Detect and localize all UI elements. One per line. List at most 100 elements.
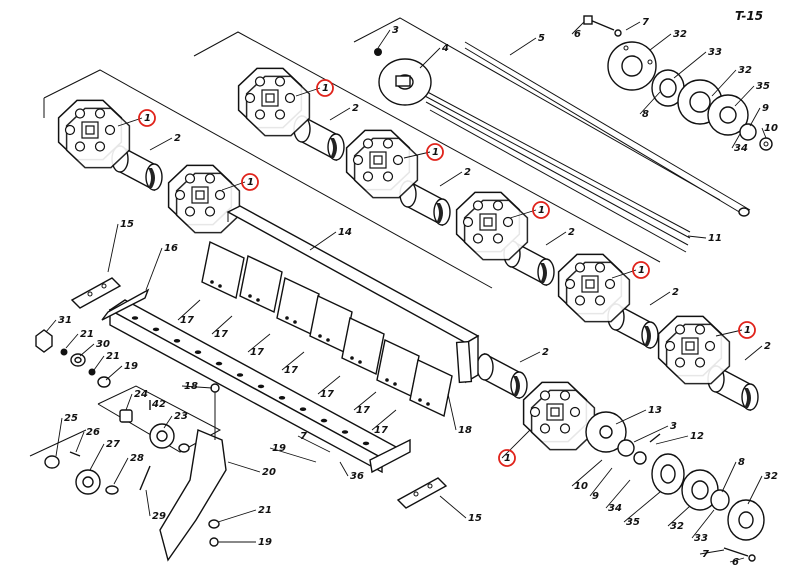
part-number-label: 17 [374, 425, 388, 436]
part-callout: 32 [711, 65, 752, 97]
part-number-label: 29 [152, 511, 166, 522]
part-number-label: 4 [441, 43, 449, 54]
part-number-label: 6 [574, 29, 581, 40]
frame-outlines [43, 17, 721, 289]
hub [557, 253, 631, 323]
frame-slot [278, 396, 286, 400]
highlight-ring [532, 201, 550, 219]
part-number-label: 24 [134, 389, 148, 400]
part-number-label: 8 [738, 457, 745, 468]
part-number-label: 1 [322, 83, 329, 94]
frame-bar [101, 288, 411, 474]
part-callout: 32 [649, 29, 687, 51]
part-number-label: 1 [432, 147, 439, 158]
part-callout: 31 [45, 315, 72, 333]
part-number-label: 2 [174, 133, 181, 144]
part-callout: 9 [749, 103, 769, 127]
part-number-label: 32 [670, 521, 684, 532]
part-callout: 18 [447, 393, 472, 436]
hub [345, 129, 419, 199]
part-number-label: 2 [672, 287, 679, 298]
part-callout: 17 [211, 315, 233, 340]
part-number-label: 17 [180, 315, 194, 326]
frame-slot [236, 373, 244, 377]
part-callout: 17 [281, 351, 305, 376]
blade [239, 254, 283, 314]
frame-slot [173, 339, 181, 343]
part-number-label: 17 [320, 389, 334, 400]
part-number-label: 15 [468, 513, 482, 524]
part-callout: 3 [377, 25, 399, 49]
part-callout: 15 [107, 219, 134, 273]
part-number-label: 42 [151, 399, 166, 410]
plate-right [396, 477, 448, 509]
highlight-ring [426, 143, 444, 161]
frame-slot [257, 384, 265, 389]
part-number-label: 8 [642, 109, 649, 120]
part-number-label: 6 [732, 557, 739, 568]
part-number-label: 9 [592, 491, 599, 502]
part-callout: 30 [79, 339, 110, 357]
part-callout: 18 [181, 381, 213, 392]
part-callout: 6 [571, 21, 585, 40]
part-number-label: 1 [638, 265, 645, 276]
part-callout: 3 [633, 421, 677, 443]
part-callout: 33 [691, 509, 715, 544]
part-callout: 19 [269, 443, 317, 463]
drive-assembly [29, 383, 227, 562]
part-number-label: 32 [673, 29, 687, 40]
frame-slot [320, 418, 328, 423]
rods [419, 87, 691, 253]
highlight-ring [138, 109, 156, 127]
part-number-label: 1 [504, 453, 511, 464]
sheet-code: T-15 [735, 9, 763, 23]
part-number-label: 1 [538, 205, 545, 216]
bearing-assembly-bottom [585, 411, 765, 562]
part-callout: 23 [163, 411, 188, 429]
left-hardware [35, 329, 111, 388]
part-number-label: 13 [648, 405, 662, 416]
part-number-label: 33 [694, 533, 708, 544]
part-callout: 33 [673, 47, 722, 79]
part-callout: 21 [93, 351, 120, 371]
part-number-label: 11 [708, 233, 722, 244]
part-callout: 8 [721, 457, 745, 493]
part-callout: 19 [218, 537, 272, 548]
part-number-label: 17 [214, 329, 228, 340]
highlight-ring [738, 321, 756, 339]
part-number-label: 32 [738, 65, 752, 76]
part-callout: 17 [247, 333, 271, 358]
part-number-label: 19 [272, 443, 286, 454]
part-callout: 1 [715, 325, 751, 337]
part-callout: 13 [615, 405, 662, 425]
part-callout: 2 [649, 287, 679, 306]
part-callout: 10 [571, 459, 603, 492]
highlight-ring [498, 449, 516, 467]
part-number-label: 18 [458, 425, 472, 436]
part-callout: 7 [625, 17, 649, 31]
part-number-label: 35 [626, 517, 640, 528]
part-callout: 1 [295, 83, 329, 97]
part-number-label: 32 [764, 471, 778, 482]
part-number-label: 30 [96, 339, 110, 350]
part-number-label: 18 [184, 381, 198, 392]
part-callout: 27 [89, 439, 120, 471]
hub [522, 381, 596, 451]
part-callout: 2 [149, 133, 181, 151]
part-callout: 1 [501, 429, 531, 464]
part-callout: 1 [403, 147, 439, 159]
part-number-label: 17 [284, 365, 298, 376]
part-number-label: 35 [756, 81, 770, 92]
frame-slot [152, 327, 160, 332]
blade [409, 358, 453, 418]
bearing-assembly-top [583, 15, 773, 151]
part-callout: 6 [729, 557, 745, 568]
part-callout: 1 [117, 113, 151, 127]
hub [455, 191, 529, 261]
frame-slot [299, 407, 307, 412]
part-callout: 2 [439, 167, 471, 187]
part-number-label: 3 [670, 421, 677, 432]
frame-slot [131, 316, 139, 320]
part-callout: 32 [667, 505, 691, 532]
part-number-label: 34 [608, 503, 622, 514]
